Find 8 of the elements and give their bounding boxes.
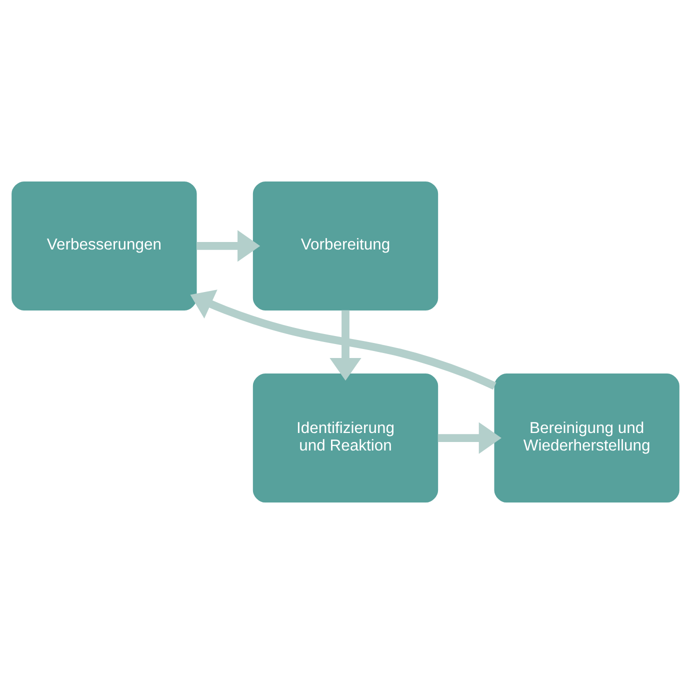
node-box: Bereinigung und Wiederherstellung: [494, 373, 680, 502]
node-box: Verbesserungen: [12, 180, 197, 310]
arrow: [330, 310, 362, 380]
arrow: [438, 422, 502, 454]
arrow: [190, 289, 496, 390]
node-box: Identifizierung und Reaktion: [252, 373, 438, 502]
arrow: [196, 230, 260, 262]
node-box: Vorbereitung: [252, 180, 438, 310]
